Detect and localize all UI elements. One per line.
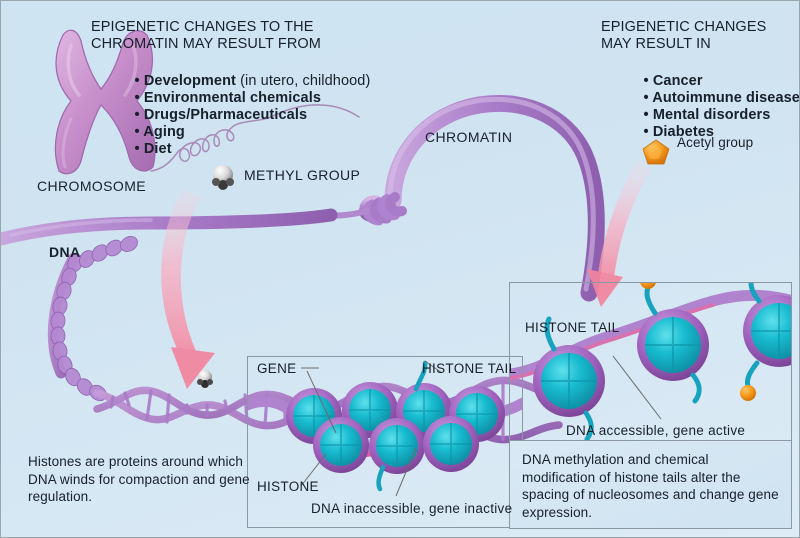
nucleosome [533,345,605,417]
arrow-acetyl [587,159,651,307]
chromatin-fiber-thin [150,104,360,172]
gene-label: GENE [257,361,297,376]
left-bullet-3: • Aging [134,123,185,140]
dna-label: DNA [49,244,81,260]
right-bullet-3: • Diabetes [643,123,715,140]
chromosome-label: CHROMOSOME [37,178,146,194]
left-bullet-2-bold: Drugs/Pharmaceuticals [143,106,308,123]
inset-panel-gene-active [509,282,792,441]
status-inactive: DNA inaccessible, gene inactive [311,501,513,516]
nucleosome [423,416,479,472]
nucleosome [313,417,369,473]
chromatin-loop [320,95,605,302]
chromosome-graphic [54,29,156,175]
left-bullet-1-bold: Environmental chemicals [143,89,321,106]
acetyl-group-legend-pentagon [642,139,670,165]
caption-left: Histones are proteins around which DNA w… [28,454,250,504]
dna-strand-upper [1,208,338,246]
nucleosome [743,295,792,367]
methyl-group-sphere-dna [197,370,213,388]
right-heading-line1: EPIGENETIC CHANGES [601,19,767,35]
right-bullet-3-bold: Diabetes [652,123,715,140]
right-bullet-0-bold: Cancer [652,72,703,89]
acetyl-group-marker [740,385,756,401]
acetyl-group-marker [640,282,656,289]
right-bullet-2: • Mental disorders [643,106,771,123]
caption-right: DNA methylation and chemical modificatio… [522,452,779,520]
acetyl-group-label: Acetyl group [677,135,754,150]
left-bullet-3-bold: Aging [143,123,185,140]
methyl-group-label: METHYL GROUP [244,167,361,183]
right-bullet-1: • Autoimmune disease [643,89,800,106]
left-bullet-0: • Development (in utero, childhood) [134,72,371,89]
left-bullet-0-normal: (in utero, childhood) [235,72,371,89]
acetyl-group-marker [744,263,760,279]
left-bullet-1: • Environmental chemicals [134,89,321,106]
nucleosome [637,309,709,381]
arrow-methyl [161,189,215,389]
histone-tail-label-active: HISTONE TAIL [525,320,620,335]
chromatin-label: CHROMATIN [425,129,513,145]
active-chromatin-illustration [509,263,792,441]
left-bullet-2: • Drugs/Pharmaceuticals [134,106,308,123]
left-bullet-0-bold: Development [143,72,236,89]
inactive-chromatin-illustration [247,360,523,497]
right-bullet-0: • Cancer [643,72,703,89]
right-heading-line2: MAY RESULT IN [601,36,711,52]
caption-box-right [509,441,792,529]
left-bullet-4: • Diet [134,140,172,157]
left-heading-line2: CHROMATIN MAY RESULT FROM [91,36,321,52]
left-heading-line1: EPIGENETIC CHANGES TO THE [91,19,314,35]
histone-label: HISTONE [257,479,319,494]
methyl-group-sphere-top [212,165,234,190]
chromatin-beads [50,236,138,402]
left-bullet-4-bold: Diet [143,140,172,157]
status-active: DNA accessible, gene active [566,423,746,438]
right-bullet-1-bold: Autoimmune disease [652,89,800,106]
right-bullet-2-bold: Mental disorders [652,106,771,123]
histone-tail-label-inactive: HISTONE TAIL [422,361,517,376]
